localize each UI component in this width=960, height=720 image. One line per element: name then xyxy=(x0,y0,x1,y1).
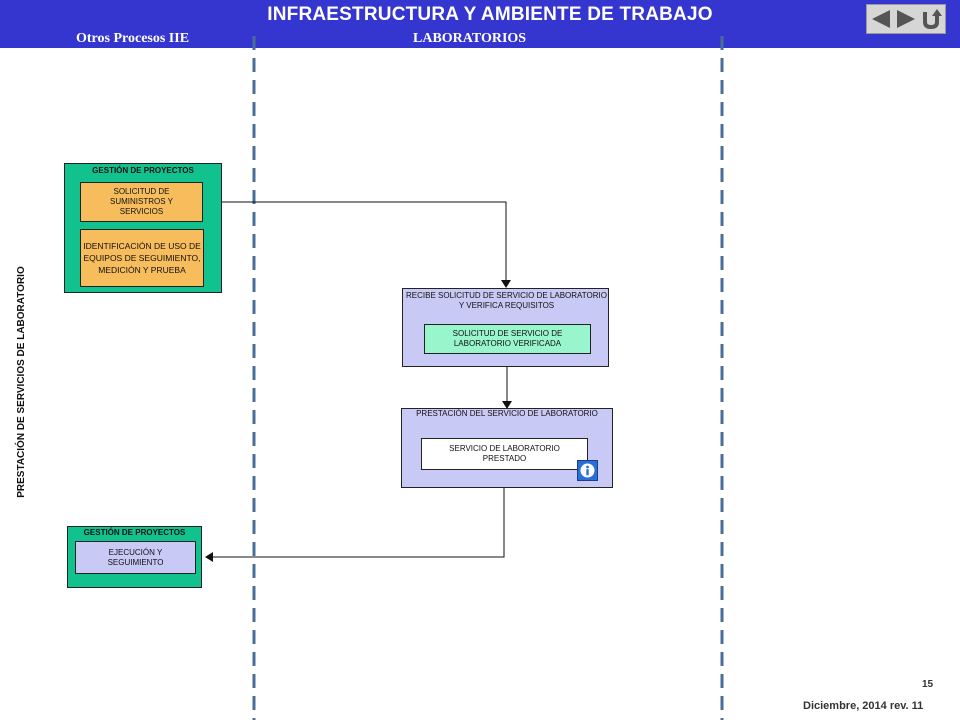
revision-date: Diciembre, 2014 rev. 11 xyxy=(803,700,924,712)
solicitud-verificada-box[interactable]: SOLICITUD DE SERVICIO DE LABORATORIO VER… xyxy=(424,324,591,354)
forward-button[interactable] xyxy=(894,6,918,32)
page-title: INFRAESTRUCTURA Y AMBIENTE DE TRABAJO xyxy=(267,4,713,25)
gestion-proyectos-bottom: GESTIÓN DE PROYECTOS EJECUCIÓN Y SEGUIMI… xyxy=(67,526,202,588)
gestion-proyectos-bottom-title: GESTIÓN DE PROYECTOS xyxy=(83,528,186,537)
return-button[interactable] xyxy=(919,6,943,32)
gestion-proyectos-top: GESTIÓN DE PROYECTOS SOLICITUD DE SUMINI… xyxy=(64,163,222,293)
triangle-left-icon xyxy=(872,10,891,28)
gestion-proyectos-top-title: GESTIÓN DE PROYECTOS xyxy=(92,166,194,175)
lane-label-laboratorios: LABORATORIOS xyxy=(413,31,527,46)
solicitud-suministros-box[interactable]: SOLICITUD DE SUMINISTROS Y SERVICIOS xyxy=(80,182,203,222)
navigation-buttons xyxy=(866,4,946,34)
identificacion-equipos-box[interactable]: IDENTIFICACIÓN DE USO DE EQUIPOS DE SEGU… xyxy=(80,229,204,287)
flow-arrow-solicitud xyxy=(201,201,507,281)
lane-label-otros-procesos: Otros Procesos IIE xyxy=(76,31,190,46)
ejecucion-seguimiento-box[interactable]: EJECUCIÓN Y SEGUIMIENTO xyxy=(75,541,196,574)
servicio-prestado-box[interactable]: SERVICIO DE LABORATORIO PRESTADO xyxy=(421,438,588,470)
recibe-solicitud-box: RECIBE SOLICITUD DE SERVICIO DE LABORATO… xyxy=(402,288,609,367)
prestacion-servicio-title: PRESTACIÓN DEL SERVICIO DE LABORATORIO xyxy=(416,409,598,418)
vertical-process-label: PRESTACIÓN DE SERVICIOS DE LABORATORIO xyxy=(16,266,27,498)
info-icon xyxy=(580,463,595,478)
info-button[interactable] xyxy=(577,460,598,481)
recibe-solicitud-title: RECIBE SOLICITUD DE SERVICIO DE LABORATO… xyxy=(406,291,607,310)
triangle-right-icon xyxy=(896,10,915,28)
header-bar: INFRAESTRUCTURA Y AMBIENTE DE TRABAJO Ot… xyxy=(0,0,960,48)
page-number: 15 xyxy=(922,679,934,690)
back-button[interactable] xyxy=(869,6,893,32)
return-arrow-icon xyxy=(922,9,942,30)
